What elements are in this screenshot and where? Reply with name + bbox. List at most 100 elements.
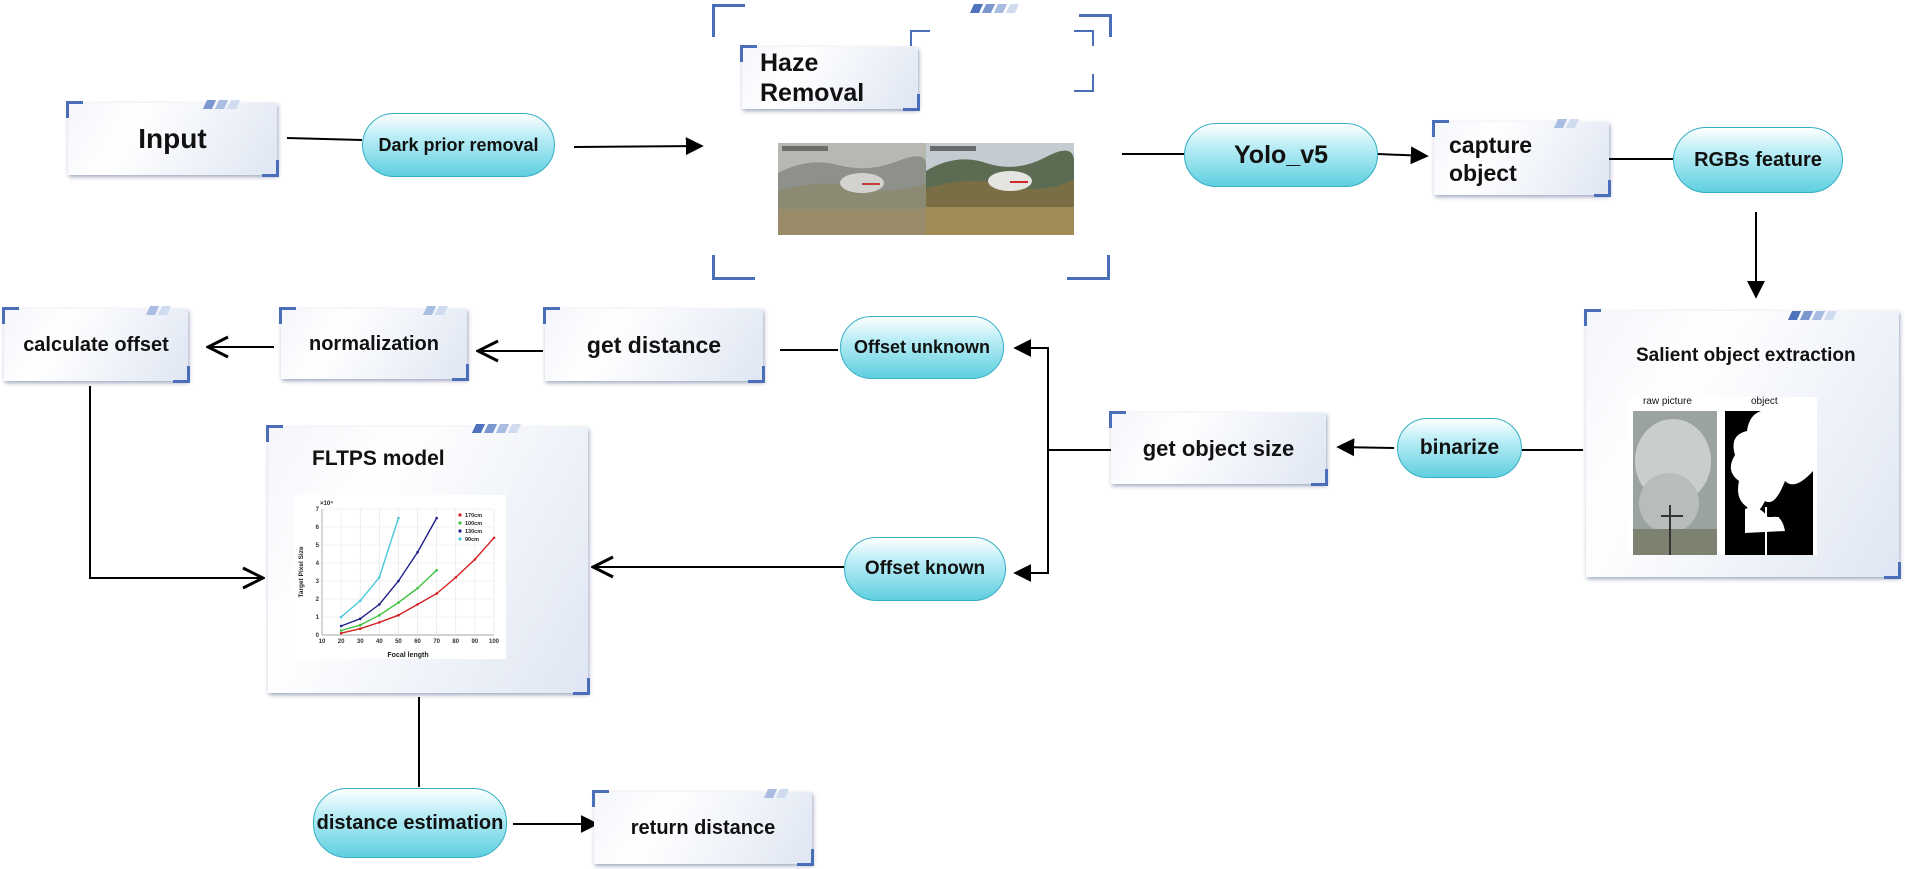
salient-object-extraction-node: Salient object extraction raw picture ob… [1584, 309, 1901, 579]
chart-data-point [378, 576, 381, 579]
chart-xlabel: Focal length [387, 652, 428, 659]
get-object-size-label: get object size [1142, 435, 1295, 461]
chart-legend-marker [458, 529, 462, 533]
frame-inner-corner-tr [1074, 30, 1094, 46]
return-distance-label: return distance [630, 816, 776, 839]
calculate-offset-node: calculate offset [2, 307, 190, 383]
input-stripes [202, 100, 241, 109]
offset-known-node: Offset known [844, 537, 1006, 601]
chart-y-tick-label: 4 [316, 561, 320, 567]
chart-series-line [340, 569, 438, 632]
binarize-label: binarize [1419, 436, 1500, 459]
get-distance-label: get distance [586, 331, 722, 358]
yolo-v5-node: Yolo_v5 [1184, 123, 1378, 187]
chart-data-point [416, 603, 419, 606]
chart-x-tick-label: 40 [376, 639, 383, 645]
chart-data-point [358, 599, 362, 603]
edge-object-size-to-offset-known [1013, 450, 1049, 582]
rgbs-feature-label: RGBs feature [1694, 148, 1822, 171]
capture-object-label: capture object [1449, 131, 1533, 186]
chart-y-tick-label: 5 [316, 543, 320, 549]
chart-x-tick-label: 10 [319, 639, 326, 645]
frame-corner-tl [712, 4, 745, 37]
chart-data-point [416, 586, 419, 590]
calculate-offset-stripes [145, 306, 172, 315]
chart-data-point [492, 536, 496, 540]
chart-legend-marker [458, 521, 462, 525]
chart-data-point [397, 601, 400, 604]
frame-corner-br [1067, 255, 1110, 280]
distance-estimation-node: distance estimation [313, 788, 507, 858]
fltps-model-label: FLTPS model [312, 447, 445, 470]
chart-x-tick-label: 60 [414, 639, 421, 645]
input-node: Input [66, 101, 279, 177]
offset-unknown-node: Offset unknown [840, 316, 1004, 379]
edge-input-to-dark-prior [286, 137, 363, 141]
chart-x-tick-label: 20 [338, 639, 345, 645]
fltps-stripes [471, 424, 522, 433]
chart-x-tick-label: 30 [357, 639, 364, 645]
chart-data-point [378, 613, 381, 617]
return-distance-node: return distance [592, 790, 814, 866]
salient-object-extraction-label: Salient object extraction [1636, 345, 1856, 366]
chart-legend-label: 130cm [465, 529, 482, 535]
chart-ylabel: Target Pixel Size [298, 546, 305, 598]
chart-data-point [339, 615, 343, 619]
chart-data-point [339, 624, 343, 628]
chart-data-point [397, 516, 400, 520]
dark-prior-removal-node: Dark prior removal [362, 113, 555, 177]
chart-data-point [358, 623, 362, 627]
frame-inner-corner-br [1074, 74, 1094, 92]
haze-photo-after [926, 143, 1074, 235]
chart-data-point [454, 576, 458, 579]
haze-removal-label: Haze Removal [760, 49, 865, 107]
salient-stripes [1787, 311, 1838, 320]
chart-x-tick-label: 90 [472, 639, 479, 645]
yolo-v5-label: Yolo_v5 [1233, 140, 1329, 169]
normalization-stripes [422, 306, 449, 315]
chart-legend-marker [458, 513, 462, 517]
chart-x-tick-label: 80 [452, 639, 459, 645]
chart-x-tick-label: 70 [433, 639, 440, 645]
chart-data-point [339, 631, 343, 635]
rgbs-feature-node: RGBs feature [1673, 127, 1843, 193]
normalization-label: normalization [308, 332, 439, 355]
get-distance-node: get distance [543, 307, 765, 383]
get-object-size-node: get object size [1109, 411, 1328, 486]
chart-data-point [416, 550, 419, 554]
chart-y-tick-label: 6 [316, 525, 320, 531]
chart-data-point [378, 621, 381, 624]
object-label: object [1751, 396, 1778, 407]
object-mask-image [1725, 411, 1813, 555]
chart-data-point [397, 613, 400, 617]
edge-dark-prior-to-haze [573, 137, 704, 156]
chart-data-point [358, 627, 362, 630]
chart-data-point [435, 568, 438, 572]
chart-data-point [435, 516, 438, 520]
frame-corner-bl [712, 255, 755, 280]
haze-stripes [969, 4, 1020, 13]
chart-legend-marker [458, 537, 462, 541]
chart-y-tick-label: 0 [316, 633, 320, 639]
chart-series-line [340, 517, 438, 627]
chart-y-tick-label: 1 [316, 615, 320, 621]
edge-yolo-to-capture [1377, 146, 1429, 165]
capture-object-node: capture object [1432, 120, 1611, 197]
haze-removal-frame [712, 4, 1112, 280]
haze-removal-title-box: Haze Removal [740, 45, 920, 111]
capture-stripes [1553, 119, 1580, 128]
edge-binarize-to-object-size [1336, 438, 1395, 457]
edge-calculate-offset-to-fltps [89, 386, 263, 578]
chart-x-tick-label: 100 [489, 639, 500, 645]
distance-estimation-label: distance estimation [316, 811, 504, 834]
chart-data-point [358, 617, 362, 621]
normalization-node: normalization [279, 307, 469, 381]
binarize-node: binarize [1397, 418, 1522, 478]
calculate-offset-label: calculate offset [23, 333, 169, 356]
frame-inner-corner-tl [910, 30, 930, 46]
chart-data-point [473, 558, 477, 561]
chart-series-line [340, 517, 400, 618]
chart-y-multiplier: ×10⁴ [320, 501, 333, 507]
